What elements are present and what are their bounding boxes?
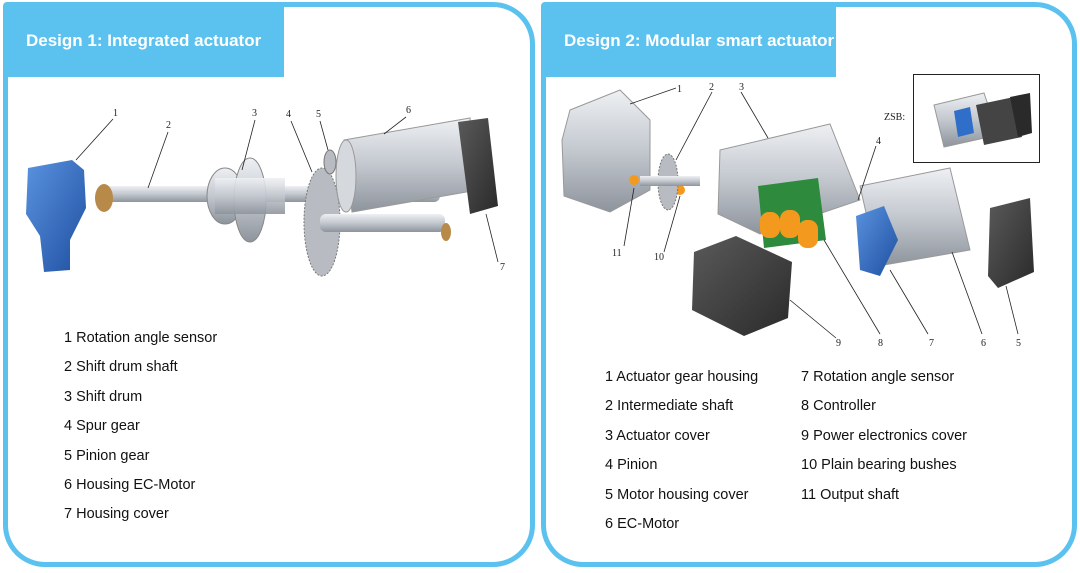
assembly-inset bbox=[913, 74, 1040, 163]
legend-item: 6 EC-Motor bbox=[605, 515, 680, 532]
callout-5: 5 bbox=[316, 109, 321, 120]
legend-design1: 1 Rotation angle sensor 2 Shift drum sha… bbox=[64, 324, 217, 530]
callout-4: 4 bbox=[876, 136, 881, 147]
plain-bearing-bush bbox=[629, 175, 639, 185]
motor-face bbox=[335, 139, 357, 213]
callout-6: 6 bbox=[981, 338, 986, 349]
bushing bbox=[95, 184, 113, 212]
design1-callouts: 1 2 3 4 5 6 7 bbox=[75, 105, 505, 273]
housing-ec-motor bbox=[343, 117, 479, 213]
callout-7: 7 bbox=[929, 338, 934, 349]
legend-item: 1 Rotation angle sensor bbox=[64, 330, 218, 346]
legend-item: 2 Shift drum shaft bbox=[64, 359, 178, 376]
callout-3: 3 bbox=[739, 82, 744, 93]
legend-item: 5 Motor housing cover bbox=[605, 486, 749, 503]
shift-drum-body bbox=[215, 178, 285, 214]
callout-7: 7 bbox=[500, 262, 505, 273]
legend-item: 1 Actuator gear housing bbox=[605, 369, 759, 385]
power-electronics-cover bbox=[692, 236, 792, 336]
design2-callouts: 1 2 3 4 11 10 9 8 7 6 5 bbox=[612, 82, 1021, 349]
legend-item: 3 Actuator cover bbox=[605, 427, 710, 444]
callout-5: 5 bbox=[1016, 338, 1021, 349]
motor-housing-cover bbox=[988, 198, 1034, 288]
callout-2: 2 bbox=[166, 120, 171, 131]
legend-item: 3 Shift drum bbox=[64, 388, 143, 405]
callout-1: 1 bbox=[113, 108, 118, 119]
intermediate-shaft bbox=[640, 176, 700, 186]
legend-item: 11 Output shaft bbox=[801, 486, 900, 503]
panel-title: Design 2: Modular smart actuator bbox=[546, 7, 836, 77]
callout-8: 8 bbox=[878, 338, 883, 349]
rotation-angle-sensor-2 bbox=[856, 206, 898, 276]
legend-item: 5 Pinion gear bbox=[64, 447, 150, 464]
design2-drawing bbox=[561, 89, 1034, 336]
legend-item: 6 Housing EC-Motor bbox=[64, 476, 196, 493]
housing-cover bbox=[458, 118, 498, 214]
legend-item: 4 Pinion bbox=[605, 457, 658, 474]
legend-item: 9 Power electronics cover bbox=[801, 427, 968, 444]
panel-integrated-actuator: Design 1: Integrated actuator bbox=[3, 2, 535, 567]
legend-item: 2 Intermediate shaft bbox=[605, 398, 734, 415]
lower-shaft bbox=[320, 214, 445, 232]
rotation-angle-sensor bbox=[26, 160, 86, 272]
callout-3: 3 bbox=[252, 108, 257, 119]
legend-item: 10 Plain bearing bushes bbox=[801, 457, 957, 474]
callout-10: 10 bbox=[654, 252, 664, 263]
legend-item: 7 Rotation angle sensor bbox=[801, 369, 955, 385]
callout-2: 2 bbox=[709, 82, 714, 93]
legend-item: 7 Housing cover bbox=[64, 506, 169, 523]
callout-1: 1 bbox=[677, 84, 682, 95]
capacitor bbox=[780, 210, 800, 238]
callout-6: 6 bbox=[406, 105, 411, 116]
lower-bushing bbox=[441, 223, 451, 241]
assembly-illustration bbox=[933, 92, 1032, 148]
legend-item: 4 Spur gear bbox=[64, 418, 140, 435]
legend-item: 8 Controller bbox=[801, 398, 876, 415]
callout-9: 9 bbox=[836, 338, 841, 349]
legend-design2-left: 1 Actuator gear housing 2 Intermediate s… bbox=[605, 363, 758, 539]
capacitor bbox=[760, 212, 780, 238]
actuator-gear-housing bbox=[561, 89, 651, 213]
legend-design2-right: 7 Rotation angle sensor 8 Controller 9 P… bbox=[801, 363, 967, 510]
callout-4: 4 bbox=[286, 109, 291, 120]
design1-drawing bbox=[26, 117, 498, 277]
inset-label: ZSB: bbox=[884, 112, 906, 123]
pinion-gear bbox=[323, 149, 337, 175]
panel-title: Design 1: Integrated actuator bbox=[8, 7, 284, 77]
capacitor bbox=[798, 220, 818, 248]
callout-11: 11 bbox=[612, 248, 622, 259]
